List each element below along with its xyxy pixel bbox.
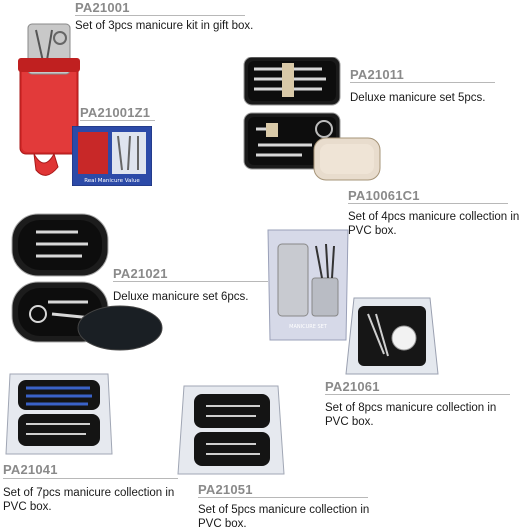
divider-pa21021	[113, 281, 268, 282]
product-code-pa21041: PA21041	[3, 462, 58, 477]
product-code-pa21051: PA21051	[198, 482, 253, 497]
product-description-pa21041-line2: PVC box.	[3, 501, 52, 513]
product-image-pa21001z1: Real Manicure Value	[72, 126, 152, 186]
product-image-pa21001	[14, 22, 84, 192]
product-image-pa21061	[344, 294, 440, 380]
product-code-pa21021: PA21021	[113, 266, 168, 281]
divider-pa21061	[325, 394, 510, 395]
product-image-pa21051	[176, 384, 286, 476]
divider-pa21001z1	[80, 120, 155, 121]
product-description-pa21021: Deluxe manicure set 6pcs.	[113, 291, 249, 303]
divider-pa10061c1	[348, 203, 508, 204]
product-image-pa10061c1-case	[312, 134, 382, 186]
divider-pa21051	[198, 497, 368, 498]
product-description-pa21051-line1: Set of 5pcs manicure collection in	[198, 504, 370, 516]
svg-text:MANICURE SET: MANICURE SET	[289, 324, 328, 330]
product-description-pa21061-line2: PVC box.	[325, 416, 374, 428]
divider-pa21011	[350, 82, 495, 83]
divider-pa21001	[75, 15, 245, 16]
product-image-pa21011	[242, 57, 352, 187]
product-description-pa21051-line2: PVC box.	[198, 518, 247, 530]
product-code-pa21001: PA21001	[75, 0, 130, 15]
product-description-pa21011: Deluxe manicure set 5pcs.	[350, 92, 486, 104]
product-code-pa21011: PA21011	[350, 67, 404, 82]
svg-text:Real Manicure Value: Real Manicure Value	[84, 178, 140, 184]
product-image-pa21021	[8, 210, 168, 360]
divider-pa21041	[3, 478, 178, 479]
product-description-pa10061c1-line1: Set of 4pcs manicure collection in	[348, 211, 520, 223]
product-code-pa21061: PA21061	[325, 379, 380, 394]
product-description-pa10061c1-line2: PVC box.	[348, 225, 397, 237]
product-description-pa21001: Set of 3pcs manicure kit in gift box.	[75, 20, 254, 32]
product-description-pa21061-line1: Set of 8pcs manicure collection in	[325, 402, 497, 414]
product-image-pa21041	[4, 372, 114, 456]
product-description-pa21041-line1: Set of 7pcs manicure collection in	[3, 487, 175, 499]
product-image-pa10061c1-box: MANICURE SET	[264, 226, 352, 344]
product-code-pa10061c1: PA10061C1	[348, 188, 420, 203]
product-code-pa21001z1: PA21001Z1	[80, 105, 151, 120]
